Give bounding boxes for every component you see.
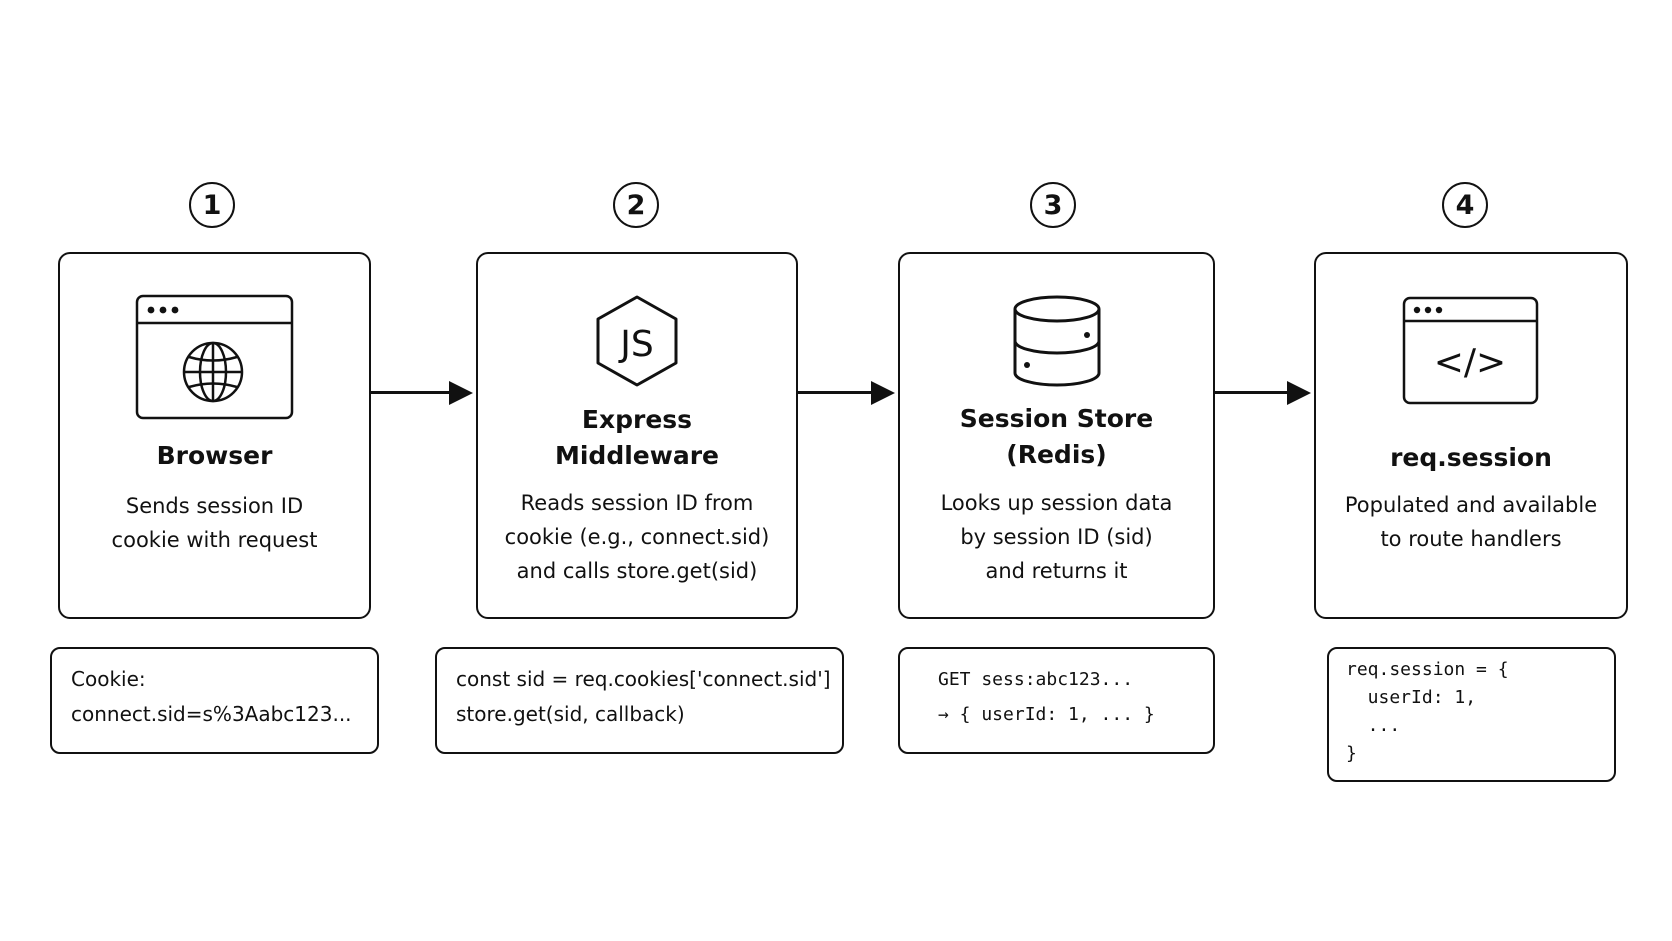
arrow-middleware-to-store [798,381,895,405]
browser-globe-icon [60,294,369,422]
session-store-title: Session Store (Redis) [959,404,1154,469]
step-number-2: 2 [613,182,659,228]
browser-title: Browser [156,441,273,470]
step-number-4: 4 [1442,182,1488,228]
step-number-3: 3 [1030,182,1076,228]
middleware-code-snippet: const sid = req.cookies['connect.sid'] s… [435,647,844,754]
arrow-browser-to-middleware [371,381,473,405]
express-middleware-card: JS Express Middleware Reads session ID f… [476,252,798,619]
req-session-object-snippet: req.session = { userId: 1, ... } [1327,647,1616,782]
browser-description: Sends session ID cookie with request [111,494,318,552]
arrow-store-to-req-session [1215,381,1311,405]
step-number-1: 1 [189,182,235,228]
database-icon [900,294,1213,388]
code-window-icon: </> [1316,296,1626,406]
req-session-title: req.session [1390,443,1552,472]
cookie-snippet: Cookie: connect.sid=s%3Aabc123... [50,647,379,754]
req-session-description: Populated and available to route handler… [1344,493,1598,551]
session-store-description: Looks up session data by session ID (sid… [940,491,1173,583]
nodejs-icon: JS [478,294,796,388]
express-middleware-title: Express Middleware [554,405,719,470]
redis-command-snippet: GET sess:abc123... → { userId: 1, ... } [898,647,1215,754]
req-session-card: </> req.session Populated and available … [1314,252,1628,619]
code-window-icon-text: </> [1434,342,1506,383]
browser-card: Browser Sends session ID cookie with req… [58,252,371,619]
express-middleware-description: Reads session ID from cookie (e.g., conn… [504,491,770,583]
nodejs-icon-text: JS [618,324,653,365]
session-store-card: Session Store (Redis) Looks up session d… [898,252,1215,619]
